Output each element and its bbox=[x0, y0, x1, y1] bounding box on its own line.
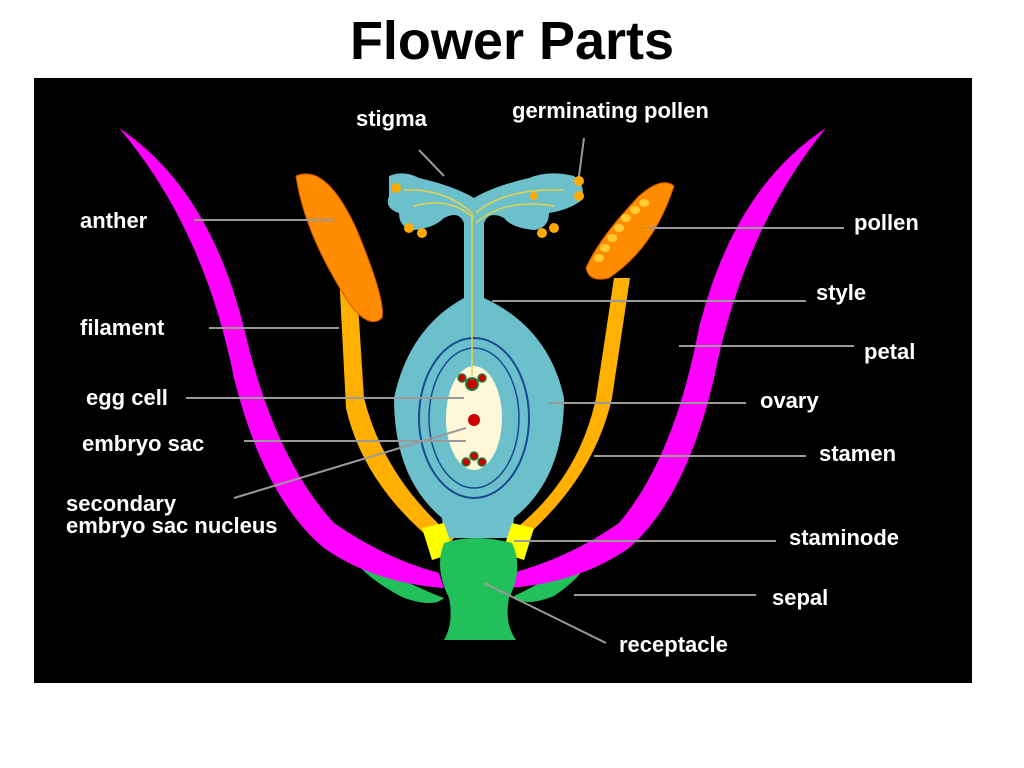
leader-germinating-pollen bbox=[578, 137, 585, 177]
petal-right bbox=[508, 128, 826, 588]
flower-diagram: stigma germinating pollen anther pollen … bbox=[66, 98, 919, 657]
receptacle bbox=[440, 538, 518, 640]
antipodal-3 bbox=[477, 457, 487, 467]
label-style: style bbox=[816, 280, 866, 305]
secondary-nucleus bbox=[468, 414, 480, 426]
synergid-2 bbox=[477, 373, 487, 383]
label-germinating-pollen: germinating pollen bbox=[512, 98, 709, 123]
label-embryo-sac: embryo sac bbox=[82, 431, 204, 456]
stigma bbox=[387, 173, 583, 298]
ovary-wall-lines-inner bbox=[428, 347, 520, 489]
leader-stigma bbox=[418, 149, 445, 177]
label-embryo-sac-nucleus: embryo sac nucleus bbox=[66, 513, 278, 538]
antipodal-1 bbox=[469, 451, 479, 461]
sepal-right bbox=[514, 540, 600, 602]
label-secondary: secondary bbox=[66, 491, 177, 516]
label-staminode: staminode bbox=[789, 525, 899, 550]
label-pollen: pollen bbox=[854, 210, 919, 235]
anther-left bbox=[295, 173, 383, 323]
label-stamen: stamen bbox=[819, 441, 896, 466]
page-title: Flower Parts bbox=[349, 11, 675, 71]
pollen-tubes bbox=[403, 189, 565, 376]
label-ovary: ovary bbox=[760, 388, 819, 413]
filament-right bbox=[514, 278, 630, 540]
petal-left bbox=[119, 128, 444, 588]
label-stigma: stigma bbox=[356, 106, 428, 131]
ovary-wall-lines bbox=[418, 337, 530, 499]
diagram-panel: stigma germinating pollen anther pollen … bbox=[34, 78, 972, 683]
pollen-grains bbox=[594, 199, 649, 262]
label-egg-cell: egg cell bbox=[86, 385, 168, 410]
germinating-pollen bbox=[391, 176, 584, 238]
label-petal: petal bbox=[864, 339, 915, 364]
label-anther: anther bbox=[80, 208, 148, 233]
synergid-1 bbox=[457, 373, 467, 383]
label-sepal: sepal bbox=[772, 585, 828, 610]
label-filament: filament bbox=[80, 315, 165, 340]
antipodal-2 bbox=[461, 457, 471, 467]
leader-receptacle bbox=[483, 582, 607, 644]
leader-secondary-nucleus bbox=[233, 427, 467, 499]
anther-right bbox=[585, 182, 675, 280]
label-receptacle: receptacle bbox=[619, 632, 728, 657]
egg-cell bbox=[465, 377, 479, 391]
